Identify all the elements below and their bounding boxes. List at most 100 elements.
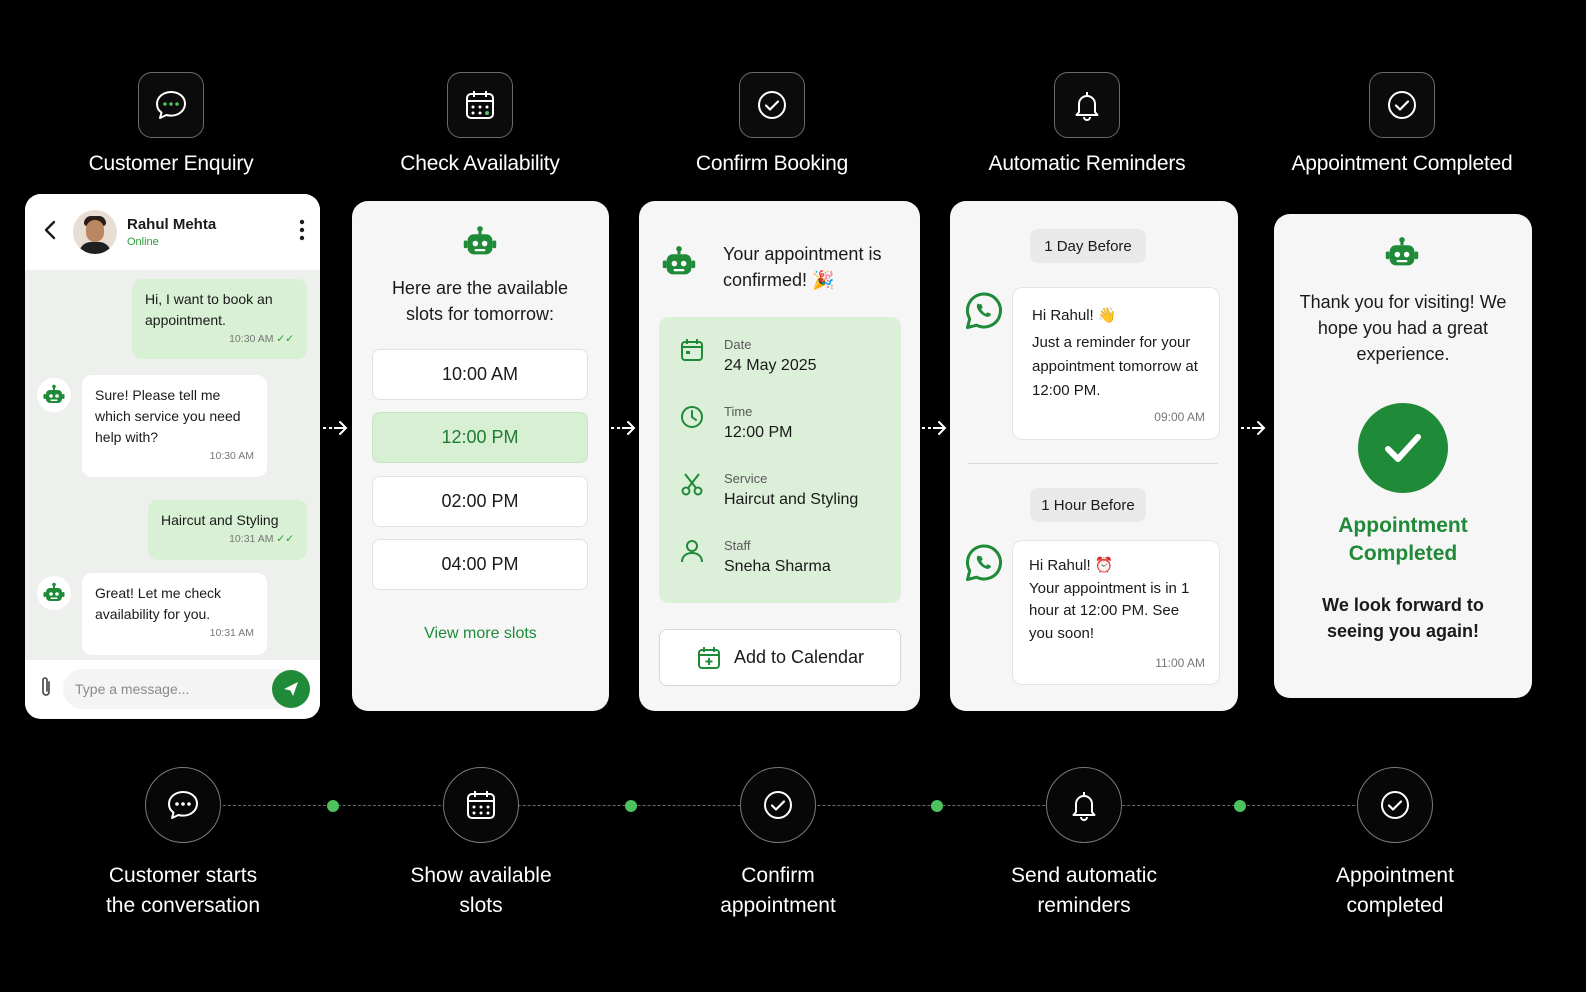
timeline-step-slots: Show available slots bbox=[331, 767, 631, 921]
calendar-icon bbox=[443, 767, 519, 843]
message-time: 10:30 AM bbox=[229, 333, 274, 345]
message-time: 10:31 AM bbox=[209, 627, 254, 639]
completed-status: Appointment Completed bbox=[1338, 514, 1468, 565]
timeline-dot bbox=[625, 800, 637, 812]
success-check-icon bbox=[1358, 403, 1448, 493]
completed-card: Thank you for visiting! We hope you had … bbox=[1274, 214, 1532, 698]
reminder-tag: 1 Day Before bbox=[1030, 229, 1146, 263]
more-options-icon[interactable] bbox=[298, 218, 306, 247]
arrow-right-icon bbox=[922, 421, 947, 435]
timeline-label: Customer starts the conversation bbox=[105, 864, 261, 917]
step-header-reminders: Automatic Reminders bbox=[917, 72, 1257, 176]
reminder-time: 11:00 AM bbox=[1155, 655, 1205, 670]
reminder-greeting: Hi Rahul! ⏰ bbox=[1029, 557, 1114, 574]
timeline-label: Show available slots bbox=[410, 864, 552, 917]
message-bubble-bot: Great! Let me check availability for you… bbox=[82, 573, 267, 655]
detail-label: Service bbox=[724, 471, 768, 486]
message-bubble-user: Haircut and Styling 10:31 AM ✓✓ bbox=[148, 500, 307, 560]
reminder-time: 09:00 AM bbox=[1154, 410, 1205, 424]
check-circle-icon bbox=[740, 767, 816, 843]
detail-label: Time bbox=[724, 404, 753, 419]
reminder-body: Just a reminder for your appointment tom… bbox=[1032, 334, 1198, 399]
contact-name: Rahul Mehta bbox=[127, 216, 217, 233]
check-circle-icon bbox=[739, 72, 805, 138]
slot-button-selected[interactable]: 12:00 PM bbox=[372, 412, 588, 463]
detail-value: Haircut and Styling bbox=[724, 491, 859, 508]
timeline-step-enquiry: Customer starts the conversation bbox=[33, 767, 333, 921]
timeline-label: Appointment completed bbox=[1336, 864, 1454, 917]
bot-avatar-icon bbox=[37, 576, 71, 610]
detail-value: Sneha Sharma bbox=[724, 558, 831, 575]
thanks-text: Thank you for visiting! We hope you had … bbox=[1299, 292, 1507, 364]
slots-heading: Here are the available slots for tomorro… bbox=[391, 278, 569, 324]
reminder-tag: 1 Hour Before bbox=[1030, 488, 1146, 522]
step-title: Automatic Reminders bbox=[988, 152, 1186, 175]
divider bbox=[968, 463, 1218, 464]
confirm-heading: Your appointment is confirmed! 🎉 bbox=[723, 244, 882, 290]
user-icon bbox=[679, 538, 707, 576]
double-check-icon: ✓✓ bbox=[276, 333, 294, 345]
check-circle-icon bbox=[1369, 72, 1435, 138]
reminder-body: Your appointment is in 1 hour at 12:00 P… bbox=[1029, 579, 1190, 642]
send-button[interactable] bbox=[272, 670, 310, 708]
calendar-add-icon bbox=[696, 645, 722, 671]
step-header-confirm: Confirm Booking bbox=[602, 72, 942, 176]
chat-bubble-icon bbox=[138, 72, 204, 138]
send-icon bbox=[284, 682, 298, 696]
detail-label: Staff bbox=[724, 538, 751, 553]
message-text: Hi, I want to book an appointment. bbox=[145, 291, 273, 328]
view-more-slots-link[interactable]: View more slots bbox=[424, 625, 537, 642]
step-title: Check Availability bbox=[400, 152, 560, 175]
add-to-calendar-button[interactable]: Add to Calendar bbox=[659, 629, 901, 686]
timeline-label: Confirm appointment bbox=[720, 864, 836, 917]
avatar bbox=[73, 210, 117, 254]
reminder-message: Hi Rahul! ⏰ Your appointment is in 1 hou… bbox=[1012, 540, 1220, 685]
detail-value: 12:00 PM bbox=[724, 424, 793, 441]
bell-icon bbox=[1054, 72, 1120, 138]
detail-time: Time 12:00 PM bbox=[679, 404, 792, 442]
message-text: Great! Let me check availability for you… bbox=[95, 585, 222, 622]
message-bubble-bot: Sure! Please tell me which service you n… bbox=[82, 375, 267, 477]
calendar-icon bbox=[679, 337, 707, 375]
whatsapp-icon bbox=[964, 291, 1004, 331]
step-title: Appointment Completed bbox=[1291, 152, 1513, 175]
whatsapp-icon bbox=[964, 543, 1004, 583]
arrow-right-icon bbox=[1241, 421, 1266, 435]
bot-icon bbox=[661, 245, 697, 284]
arrow-right-icon bbox=[611, 421, 636, 435]
scissors-icon bbox=[679, 471, 707, 509]
bot-avatar-icon bbox=[37, 378, 71, 412]
calendar-icon bbox=[447, 72, 513, 138]
step-header-enquiry: Customer Enquiry bbox=[1, 72, 341, 176]
chat-bubble-icon bbox=[145, 767, 221, 843]
arrow-right-icon bbox=[323, 421, 348, 435]
timeline-dot bbox=[931, 800, 943, 812]
step-title: Confirm Booking bbox=[695, 152, 849, 175]
chat-messages: Hi, I want to book an appointment. 10:30… bbox=[25, 270, 320, 660]
timeline-step-reminders: Send automatic reminders bbox=[934, 767, 1234, 921]
paperclip-icon[interactable] bbox=[39, 675, 53, 704]
message-time: 10:31 AM bbox=[229, 533, 274, 545]
bot-icon bbox=[1384, 236, 1420, 275]
timeline-dot bbox=[1234, 800, 1246, 812]
bell-icon bbox=[1046, 767, 1122, 843]
slot-button[interactable]: 10:00 AM bbox=[372, 349, 588, 400]
back-arrow-icon[interactable] bbox=[43, 219, 57, 246]
slot-button[interactable]: 02:00 PM bbox=[372, 476, 588, 527]
message-bubble-user: Hi, I want to book an appointment. 10:30… bbox=[132, 279, 307, 359]
double-check-icon: ✓✓ bbox=[276, 533, 294, 545]
message-text: Haircut and Styling bbox=[161, 512, 279, 528]
detail-value: 24 May 2025 bbox=[724, 357, 817, 374]
message-input[interactable] bbox=[63, 669, 310, 709]
slot-button[interactable]: 04:00 PM bbox=[372, 539, 588, 590]
timeline-step-confirm: Confirm appointment bbox=[628, 767, 928, 921]
slots-card: Here are the available slots for tomorro… bbox=[352, 201, 609, 711]
add-to-calendar-label: Add to Calendar bbox=[733, 647, 865, 667]
contact-status: Online bbox=[127, 236, 159, 248]
chat-card: Rahul Mehta Online Hi, I want to book an… bbox=[25, 194, 320, 719]
timeline-step-completed: Appointment completed bbox=[1245, 767, 1545, 921]
